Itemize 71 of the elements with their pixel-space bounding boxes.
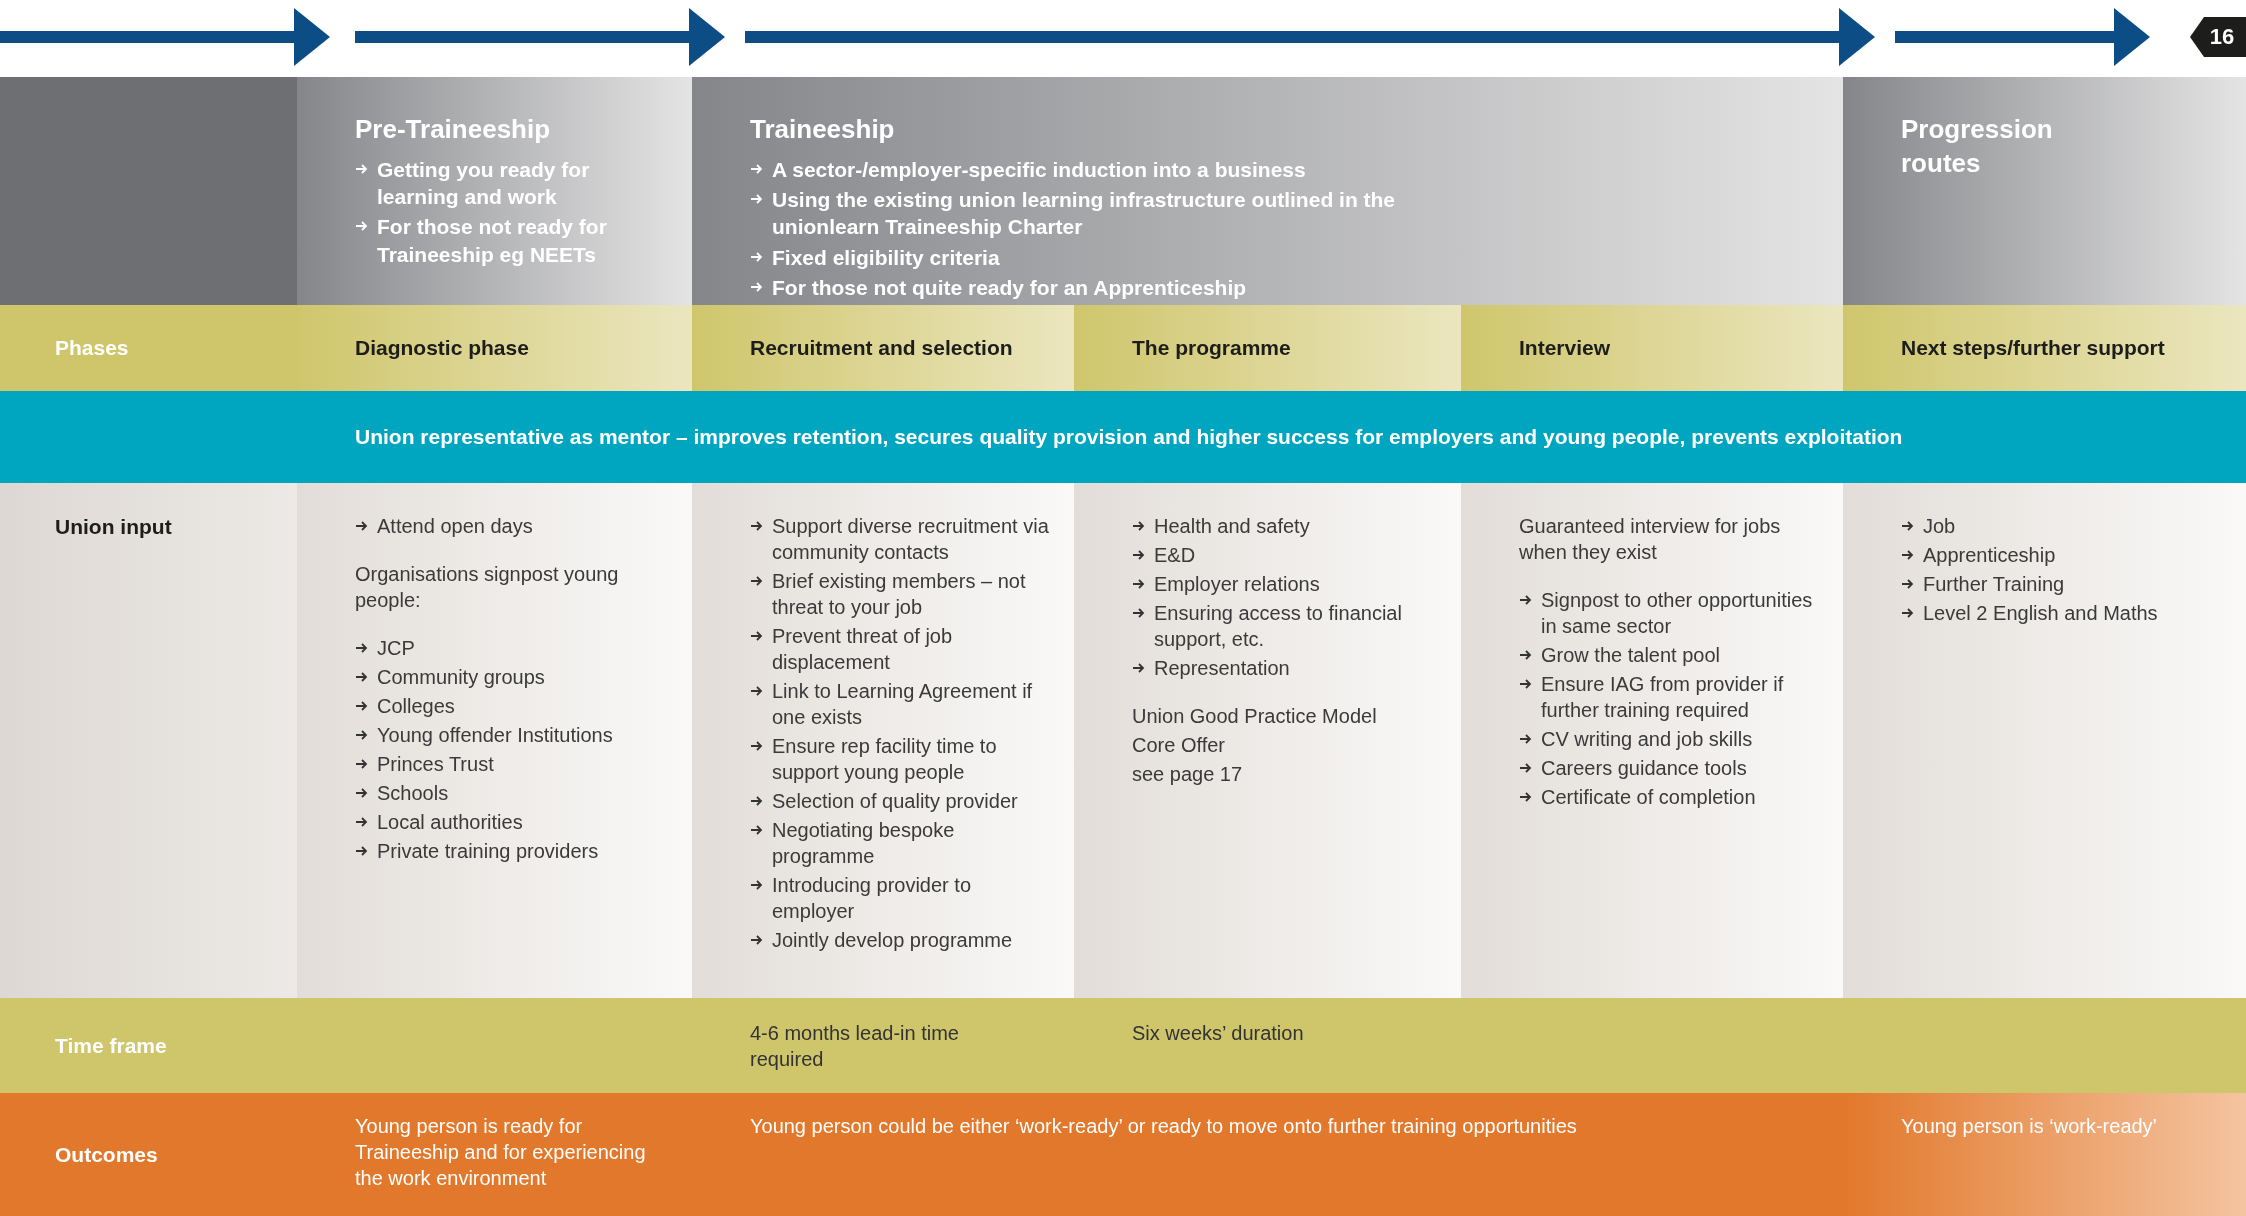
section-header-panel bbox=[1843, 77, 2246, 305]
list-item-text: Apprenticeship bbox=[1923, 543, 2056, 568]
list-item-text: Negotiating bespoke programme bbox=[772, 818, 956, 869]
cell-text: Guaranteed interview for jobs when they exist bbox=[1519, 514, 1782, 565]
row-label: Time frame bbox=[55, 1032, 167, 1059]
list-item-text: Employer relations bbox=[1154, 572, 1320, 597]
table-cell bbox=[297, 483, 692, 998]
section-header-panel bbox=[297, 77, 692, 305]
list-item-text: Private training providers bbox=[377, 839, 599, 864]
cell-text: Young person is ready for Traineeship and for experiencing the work environment bbox=[355, 1114, 647, 1191]
cell-text: Six weeks’ duration bbox=[1132, 1021, 1304, 1046]
table-cell bbox=[692, 483, 1074, 998]
list-item-text: Ensure IAG from provider if further training required bbox=[1541, 672, 1785, 723]
table-cell bbox=[1843, 483, 2246, 998]
list-item-text: CV writing and job skills bbox=[1541, 727, 1753, 752]
list-item-text: Job bbox=[1923, 514, 1956, 539]
list-item-text: A sector-/employer-specific induction into a business bbox=[772, 156, 1306, 183]
list-item-text: Ensuring access to financial support, etc. bbox=[1154, 601, 1403, 652]
cell-text: Young person is ‘work-ready’ bbox=[1901, 1114, 2158, 1139]
row-label: Outcomes bbox=[55, 1141, 158, 1168]
cell-text: see page 17 bbox=[1132, 762, 1243, 787]
list-item-text: Ensure rep facility time to support young people bbox=[772, 734, 998, 785]
list-item-text: Link to Learning Agreement if one exists bbox=[772, 679, 1034, 730]
list-item-text: Attend open days bbox=[377, 514, 533, 539]
list-item-text: Representation bbox=[1154, 656, 1290, 681]
row-header-cell bbox=[0, 483, 297, 998]
phase-label: Next steps/further support bbox=[1901, 335, 2165, 362]
cell-text: Union Good Practice Model bbox=[1132, 704, 1377, 729]
phase-label: Diagnostic phase bbox=[355, 335, 529, 362]
phase-label: Recruitment and selection bbox=[750, 335, 1013, 362]
list-item-text: Fixed eligibility criteria bbox=[772, 244, 1000, 271]
column-heading: Progression routes bbox=[1901, 113, 2054, 180]
column-heading: Traineeship bbox=[750, 113, 895, 146]
phase-label: The programme bbox=[1132, 335, 1291, 362]
cell-text: Organisations signpost young people: bbox=[355, 562, 620, 613]
list-item-text: Jointly develop programme bbox=[772, 928, 1013, 953]
list-item-text: Careers guidance tools bbox=[1541, 756, 1747, 781]
list-item-text: Health and safety bbox=[1154, 514, 1310, 539]
list-item-text: Introducing provider to employer bbox=[772, 873, 972, 924]
list-item-text: Young offender Institutions bbox=[377, 723, 613, 748]
phase-label: Interview bbox=[1519, 335, 1611, 362]
list-item-text: E&D bbox=[1154, 543, 1196, 568]
list-item-text: Certificate of completion bbox=[1541, 785, 1756, 810]
list-item-text: Brief existing members – not threat to your job bbox=[772, 569, 1027, 620]
list-item-text: Level 2 English and Maths bbox=[1923, 601, 2158, 626]
page-number-tag: 16 bbox=[2190, 17, 2246, 57]
list-item-text: For those not quite ready for an Apprenticeship bbox=[772, 275, 1247, 301]
list-item-text: JCP bbox=[377, 636, 415, 661]
list-item-text: Prevent threat of job displacement bbox=[772, 624, 954, 675]
row-label: Union input bbox=[55, 514, 172, 540]
cell-text: Core Offer bbox=[1132, 733, 1225, 758]
cell-text: 4-6 months lead-in time required bbox=[750, 1021, 960, 1072]
list-item-text: Using the existing union learning infrastructure outlined in the unionlearn Traineeship Charter bbox=[772, 187, 1397, 241]
cell-text: Young person could be either ‘work-ready’ or ready to move onto further training opportunities bbox=[750, 1114, 1577, 1139]
list-item-text: Grow the talent pool bbox=[1541, 643, 1720, 668]
list-item-text: Colleges bbox=[377, 694, 455, 719]
list-item-text: Princes Trust bbox=[377, 752, 494, 777]
section-header-panel bbox=[692, 77, 1843, 305]
list-item-text: Support diverse recruitment via community contacts bbox=[772, 514, 1050, 565]
table-cell bbox=[1461, 483, 1843, 998]
list-item-text: Community groups bbox=[377, 665, 545, 690]
row-label: Phases bbox=[55, 335, 129, 362]
list-item-text: Further Training bbox=[1923, 572, 2065, 597]
list-item-text: Schools bbox=[377, 781, 449, 806]
list-item-text: Selection of quality provider bbox=[772, 789, 1018, 814]
column-heading: Pre-Traineeship bbox=[355, 113, 551, 146]
table-cell bbox=[1074, 483, 1461, 998]
list-item-text: Signpost to other opportunities in same sector bbox=[1541, 588, 1814, 639]
list-item-text: Getting you ready for learning and work bbox=[377, 156, 591, 211]
banner-text: Union representative as mentor – improves retention, secures quality provision and higher success for employers and young people, prevents exploitation bbox=[355, 424, 1903, 451]
list-item-text: Local authorities bbox=[377, 810, 523, 835]
